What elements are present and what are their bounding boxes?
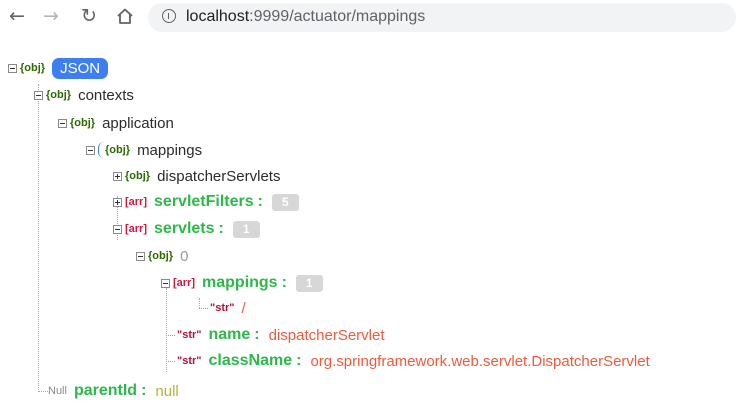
info-icon[interactable] [162, 9, 176, 23]
collapse-toggle[interactable] [34, 90, 43, 100]
type-null-tag: Null [48, 385, 67, 397]
tree-guide-line [38, 84, 39, 392]
type-obj-tag: {obj} [125, 170, 151, 182]
url-host: localhost [186, 8, 250, 25]
collapse-toggle[interactable] [161, 278, 170, 288]
tree-node-servlet-0[interactable]: {obj} 0 [136, 245, 188, 267]
type-arr-tag: [arr] [173, 277, 196, 289]
node-key: servletFilters [154, 193, 254, 210]
home-icon [117, 8, 133, 24]
node-key: mappings [202, 274, 278, 291]
tree-node-servletFilters[interactable]: [arr] servletFilters : 5 [113, 191, 299, 213]
key-colon: : [218, 220, 224, 237]
key-colon: : [257, 193, 263, 210]
node-key: servlets [154, 220, 215, 237]
type-str-tag: "str" [177, 329, 202, 341]
tree-guide-line [199, 298, 200, 308]
count-badge: 5 [271, 193, 299, 211]
tree-guide-line [38, 391, 48, 392]
tree-node-servlet-mappings[interactable]: [arr] mappings : 1 [161, 272, 323, 294]
node-key: mappings [137, 141, 203, 159]
key-colon: : [254, 326, 260, 343]
key-colon: : [296, 352, 302, 369]
string-value: org.springframework.web.servlet.Dispatch… [310, 352, 650, 370]
collapse-toggle[interactable] [58, 118, 67, 128]
tree-leaf-parentId[interactable]: Null parentId : null [48, 380, 179, 402]
reload-icon: ↻ [81, 5, 97, 27]
collapse-toggle[interactable] [113, 224, 122, 234]
count-badge: 1 [232, 220, 260, 238]
type-obj-tag: {obj} [70, 117, 96, 129]
tree-guide-line [117, 196, 118, 240]
back-button[interactable]: ← [6, 5, 28, 27]
tree-leaf-className[interactable]: "str" className : org.springframework.we… [166, 350, 650, 372]
type-obj-tag: {obj} [105, 144, 131, 156]
collapse-toggle[interactable] [136, 251, 145, 261]
tree-node-dispatcherServlets[interactable]: {obj} dispatcherServlets [113, 165, 280, 187]
type-obj-tag: {obj} [46, 89, 72, 101]
arrow-right-icon: → [43, 5, 59, 27]
node-key: parentId [73, 382, 138, 399]
tree-node-application[interactable]: {obj} application [58, 112, 174, 134]
browser-toolbar: ← → ↻ localhost:9999/actuator/mappings [0, 0, 741, 38]
arrow-left-icon: ← [9, 5, 25, 27]
collapse-toggle[interactable] [8, 63, 17, 73]
node-key: application [102, 114, 174, 132]
url-path: :9999/actuator/mappings [249, 8, 426, 25]
type-arr-tag: [arr] [125, 223, 148, 235]
null-value: null [155, 382, 179, 400]
node-index: 0 [180, 247, 189, 265]
count-badge: 1 [295, 274, 323, 292]
home-button[interactable] [114, 5, 136, 27]
type-obj-tag: {obj} [148, 250, 174, 262]
string-value: / [241, 299, 246, 317]
tree-connector [166, 360, 175, 362]
expand-toggle[interactable] [113, 197, 122, 207]
type-arr-tag: [arr] [125, 196, 148, 208]
tree-leaf-name[interactable]: "str" name : dispatcherServlet [166, 324, 385, 346]
string-value: dispatcherServlet [268, 326, 385, 344]
json-tree-view: {obj} JSON {obj} contexts {obj} applicat… [0, 38, 741, 415]
tree-node-servlets[interactable]: [arr] servlets : 1 [113, 218, 260, 240]
node-key: dispatcherServlets [157, 167, 281, 185]
key-colon: : [281, 274, 287, 291]
tree-guide-line [166, 288, 167, 372]
tree-node-mappings[interactable]: {obj} mappings [86, 139, 202, 161]
tree-node-contexts[interactable]: {obj} contexts [34, 84, 134, 106]
tree-leaf-mapping-value[interactable]: "str" / [199, 297, 246, 319]
root-label[interactable]: JSON [52, 57, 109, 79]
node-key: className [208, 352, 293, 369]
type-str-tag: "str" [210, 302, 235, 314]
forward-button[interactable]: → [40, 5, 62, 27]
expand-toggle[interactable] [113, 171, 122, 181]
node-key: contexts [78, 86, 134, 104]
tree-connector [166, 334, 175, 336]
type-str-tag: "str" [177, 355, 202, 367]
type-obj-tag: {obj} [20, 62, 46, 74]
url-text[interactable]: localhost:9999/actuator/mappings [186, 8, 425, 26]
address-bar[interactable]: localhost:9999/actuator/mappings [148, 3, 736, 32]
collapse-toggle[interactable] [86, 145, 95, 155]
node-key: name [208, 326, 251, 343]
key-colon: : [141, 382, 147, 399]
reload-button[interactable]: ↻ [78, 5, 100, 27]
tree-connector [199, 307, 208, 309]
selection-bracket [98, 142, 104, 158]
tree-node-root[interactable]: {obj} JSON [8, 57, 109, 79]
